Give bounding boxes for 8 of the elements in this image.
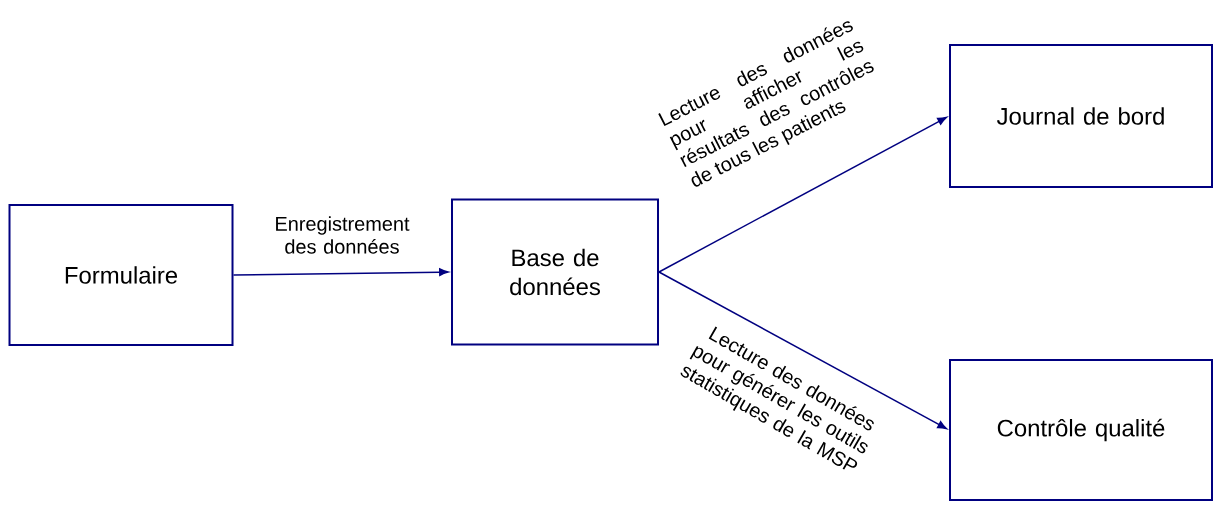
- arrow: [658, 271, 948, 430]
- process-box: Journal de bord: [949, 44, 1213, 188]
- edge-label: Enregistrement des données: [276, 216, 410, 254]
- process-box: Contrôle qualité: [949, 359, 1213, 501]
- process-box: Formulaire: [8, 204, 234, 346]
- arrow: [232, 268, 449, 277]
- process-box: Base de données: [451, 198, 659, 346]
- arrow: [658, 116, 948, 273]
